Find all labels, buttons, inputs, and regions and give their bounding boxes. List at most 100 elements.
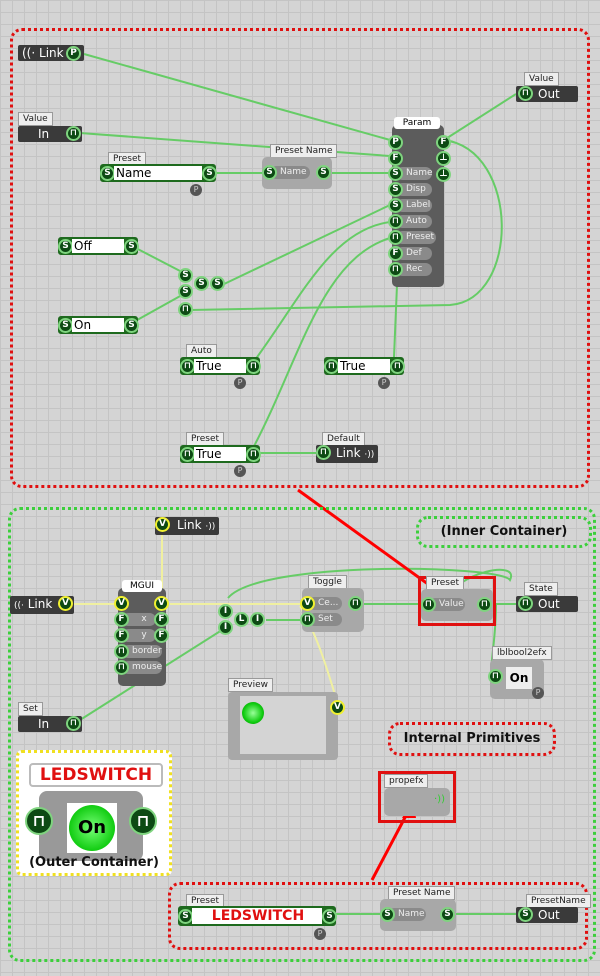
pin-pulse-icon[interactable] [25,807,53,835]
propefx-node[interactable]: ·)) [384,788,450,816]
pin-s-icon[interactable] [58,318,73,333]
pin-pulse-icon[interactable] [488,669,503,684]
pin-pulse-icon[interactable] [348,596,363,611]
pin-pulse-icon[interactable] [316,445,331,460]
pin-s-icon[interactable] [124,318,139,333]
pin-i-icon[interactable] [250,612,265,627]
pin-bool-icon[interactable] [436,151,451,166]
pin-v-icon[interactable] [154,596,169,611]
pin-s-icon[interactable] [124,239,139,254]
pin-s-icon[interactable] [316,165,331,180]
preset-name-node[interactable]: Name [262,157,332,189]
preview-node[interactable] [228,692,345,760]
switch-node[interactable]: S [178,268,228,320]
pin-pulse-icon[interactable] [388,262,403,277]
pin-s-icon[interactable] [178,909,193,924]
set-in-node[interactable]: In [18,716,82,732]
toggle-node[interactable]: Ce... Set [300,588,364,632]
pin-v-icon[interactable] [330,700,345,715]
pin-s-icon[interactable] [178,284,193,299]
pin-f-icon[interactable] [154,628,169,643]
logic-node[interactable]: L [218,604,270,638]
led-icon [242,702,264,724]
led-switch-button[interactable]: On [69,805,115,851]
pin-s-icon[interactable] [380,907,395,922]
off-edit[interactable]: Off [58,237,139,255]
pin-v-icon[interactable] [114,596,129,611]
pin-s-icon[interactable] [178,268,193,283]
pin-pulse-icon[interactable] [114,644,129,659]
pin-s-icon[interactable] [388,166,403,181]
pin-i-icon[interactable] [218,604,233,619]
pin-f-icon[interactable] [114,612,129,627]
state-out-node[interactable]: Out [516,596,578,612]
pin-pulse-icon[interactable] [66,716,81,731]
link-input-node[interactable]: ((· Link [18,45,84,61]
pin-p-icon[interactable] [378,377,390,389]
auto-edit[interactable]: True [180,357,261,389]
pin-pulse-icon[interactable] [246,447,261,462]
pin-s-icon[interactable] [388,198,403,213]
pin-p-icon[interactable] [532,687,544,699]
pin-pulse-icon[interactable] [114,660,129,675]
on-edit[interactable]: On [58,316,139,334]
pin-f-icon[interactable] [388,151,403,166]
value-in-node[interactable]: In [18,126,82,142]
pin-f-icon[interactable] [436,135,451,150]
pin-p-icon[interactable] [234,465,246,477]
pin-s-icon[interactable] [210,276,225,291]
param-node[interactable]: Param Name Disp Label Auto Preset Def Re… [388,117,451,287]
mgui-node[interactable]: MGUI x y border mouse [114,580,169,686]
state-label: State [524,582,558,596]
presetname-out-node[interactable]: Out [516,907,578,923]
pin-f-icon[interactable] [114,628,129,643]
default-link-node[interactable]: Link ·)) [316,445,378,463]
pin-s-icon[interactable] [202,166,217,181]
pin-s-icon[interactable] [388,182,403,197]
pin-s-icon[interactable] [100,166,115,181]
pin-s-icon[interactable] [322,909,337,924]
preset-name-node[interactable]: Name [380,899,456,931]
pin-pulse-icon[interactable] [388,230,403,245]
preset-node[interactable]: Value [421,589,493,621]
pin-pulse-icon[interactable] [178,302,193,317]
preset-true-edit[interactable]: True [180,445,261,477]
pin-pulse-icon[interactable] [518,86,533,101]
true-edit[interactable]: True [324,357,405,389]
pin-s-icon[interactable] [262,165,277,180]
preset-name-edit[interactable]: Name [100,164,217,196]
pin-s-icon[interactable] [440,907,455,922]
pin-s-icon[interactable] [58,239,73,254]
pin-p-icon[interactable] [190,184,202,196]
pin-p-icon[interactable] [66,46,81,61]
pin-p-icon[interactable] [314,928,326,940]
pin-pulse-icon[interactable] [477,597,492,612]
pin-pulse-icon[interactable] [390,359,405,374]
link-left-node[interactable]: ((· Link [10,596,74,614]
lblbool-node[interactable]: On [488,659,544,699]
pin-pulse-icon[interactable] [180,359,195,374]
pin-v-icon[interactable] [155,517,170,532]
pin-v-icon[interactable] [58,596,73,611]
pin-pulse-icon[interactable] [300,612,315,627]
pin-pulse-icon[interactable] [66,126,81,141]
pin-pulse-icon[interactable] [518,596,533,611]
pin-p-icon[interactable] [388,135,403,150]
link-top-node[interactable]: Link ·)) [155,517,219,535]
pin-f-icon[interactable] [154,612,169,627]
pin-pulse-icon[interactable] [129,807,157,835]
preset-ledswitch-edit[interactable]: LEDSWITCH [178,906,337,940]
pin-pulse-icon[interactable] [324,359,339,374]
pin-v-icon[interactable] [300,596,315,611]
pin-s-icon[interactable] [518,907,533,922]
presetname-label: PresetName [526,894,591,908]
pin-pulse-icon[interactable] [421,597,436,612]
pin-bool-icon[interactable] [436,167,451,182]
pin-pulse-icon[interactable] [388,214,403,229]
pin-f-icon[interactable] [388,246,403,261]
pin-pulse-icon[interactable] [180,447,195,462]
pin-p-icon[interactable] [234,377,246,389]
pin-i-icon[interactable] [218,620,233,635]
pin-pulse-icon[interactable] [246,359,261,374]
value-out-node[interactable]: Out [516,86,578,102]
